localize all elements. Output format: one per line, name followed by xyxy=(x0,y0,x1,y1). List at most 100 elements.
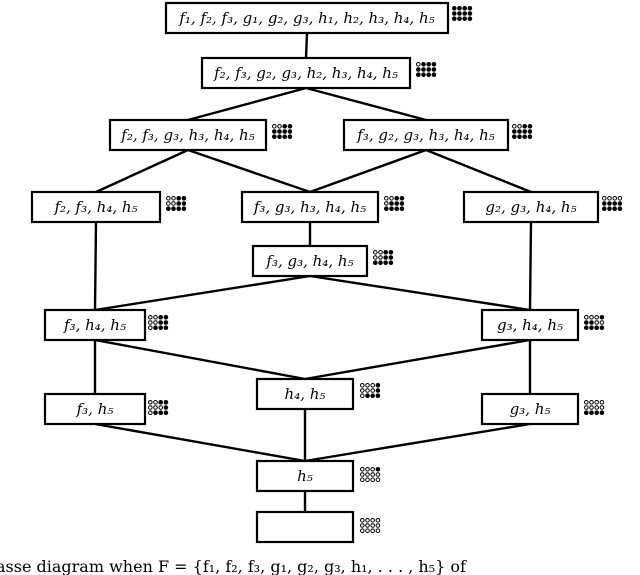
dot-filled xyxy=(287,134,293,139)
dot-empty xyxy=(365,472,370,477)
node-n3a: f₂, f₃, h₄, h₅ xyxy=(30,190,187,224)
dot-filled xyxy=(166,206,171,211)
dot-filled xyxy=(467,6,473,11)
dot-filled xyxy=(277,134,282,139)
dot-filled xyxy=(153,325,158,331)
figure-caption: asse diagram when F = {f₁, f₂, f₃, g₁, g… xyxy=(0,557,467,575)
dot-filled xyxy=(176,206,181,211)
dot-matrix-icon xyxy=(148,400,169,416)
dot-empty xyxy=(360,388,365,393)
dot-filled xyxy=(589,320,594,325)
node-label: f₂, f₃, g₂, g₃, h₂, h₃, h₄, h₅ xyxy=(213,64,398,82)
dot-filled xyxy=(594,410,599,416)
dot-filled xyxy=(375,393,381,399)
dot-empty xyxy=(594,315,600,320)
dot-empty xyxy=(365,467,370,472)
node-box xyxy=(164,1,450,35)
dot-filled xyxy=(399,206,405,211)
dot-matrix-icon xyxy=(166,196,187,211)
dot-filled xyxy=(176,201,181,206)
dot-empty xyxy=(599,320,605,325)
edge-n4-n5a xyxy=(94,274,311,312)
edge-n3a-n5a xyxy=(93,221,98,311)
dot-filled xyxy=(426,72,432,77)
dot-empty xyxy=(589,400,594,405)
edges-layer xyxy=(93,32,533,512)
node-n4: f₃, g₃, h₄, h₅ xyxy=(251,244,394,278)
dot-empty xyxy=(153,320,158,325)
node-label: h₅ xyxy=(297,467,313,485)
node-box xyxy=(480,392,580,426)
dot-filled xyxy=(599,315,605,320)
dot-empty xyxy=(166,201,171,206)
dot-matrix-icon xyxy=(602,196,623,211)
dot-empty xyxy=(148,400,153,405)
dot-filled xyxy=(522,129,527,134)
dot-filled xyxy=(272,129,277,134)
dot-filled xyxy=(527,124,533,129)
dot-filled xyxy=(584,410,589,416)
dot-filled xyxy=(163,325,169,331)
dot-matrix-icon xyxy=(272,124,293,139)
dot-filled xyxy=(388,250,394,255)
dot-filled xyxy=(158,400,163,405)
node-n7b: g₃, h₅ xyxy=(480,392,605,426)
edge-n2a-n3b xyxy=(187,148,311,194)
dot-empty xyxy=(512,124,517,129)
dot-empty xyxy=(360,472,365,477)
dot-filled xyxy=(431,72,437,77)
dot-filled xyxy=(457,6,462,11)
node-box xyxy=(30,190,162,224)
dot-empty xyxy=(617,196,623,201)
dot-filled xyxy=(394,206,400,211)
dot-filled xyxy=(612,206,617,211)
dot-empty xyxy=(389,196,394,201)
dot-filled xyxy=(467,16,473,22)
dot-empty xyxy=(384,201,389,206)
node-label: f₃, h₄, h₅ xyxy=(63,316,126,334)
dot-filled xyxy=(153,410,158,416)
dot-empty xyxy=(594,320,600,325)
node-n5b: g₃, h₄, h₅ xyxy=(480,308,605,342)
dot-empty xyxy=(384,196,389,201)
node-n3b: f₃, g₃, h₃, h₄, h₅ xyxy=(240,190,405,224)
dot-filled xyxy=(467,11,473,16)
dot-filled xyxy=(388,260,394,266)
dot-filled xyxy=(394,201,400,206)
dot-empty xyxy=(375,472,381,477)
dot-empty xyxy=(153,400,158,405)
node-box xyxy=(240,190,380,224)
dot-filled xyxy=(522,134,527,139)
dot-empty xyxy=(148,325,153,331)
node-label: f₃, g₂, g₃, h₃, h₄, h₅ xyxy=(356,126,495,144)
edge-n2b-n3b xyxy=(309,148,427,194)
dot-empty xyxy=(370,388,376,393)
dot-filled xyxy=(384,206,389,211)
node-n0: f₁, f₂, f₃, g₁, g₂, g₃, h₁, h₂, h₃, h₄, … xyxy=(164,1,473,35)
dot-filled xyxy=(462,6,468,11)
dot-filled xyxy=(287,124,293,129)
dot-empty xyxy=(365,477,370,483)
dot-empty xyxy=(607,196,612,201)
dot-matrix-icon xyxy=(360,467,381,483)
dot-filled xyxy=(394,196,400,201)
dot-empty xyxy=(370,518,376,523)
node-n8: h₅ xyxy=(255,459,381,493)
dot-filled xyxy=(599,325,605,331)
dot-empty xyxy=(360,383,365,388)
dot-matrix-icon xyxy=(148,315,169,331)
dot-filled xyxy=(158,320,163,325)
dot-empty xyxy=(166,196,171,201)
dot-filled xyxy=(589,325,594,331)
dot-empty xyxy=(375,528,381,534)
dot-filled xyxy=(365,393,370,399)
dot-filled xyxy=(612,201,617,206)
dot-matrix-icon xyxy=(416,62,437,77)
node-box xyxy=(43,392,147,426)
dot-filled xyxy=(389,206,394,211)
dot-filled xyxy=(421,67,426,72)
dot-filled xyxy=(426,62,432,67)
dot-filled xyxy=(163,315,169,320)
dot-filled xyxy=(282,129,288,134)
dot-matrix-icon xyxy=(384,196,405,211)
